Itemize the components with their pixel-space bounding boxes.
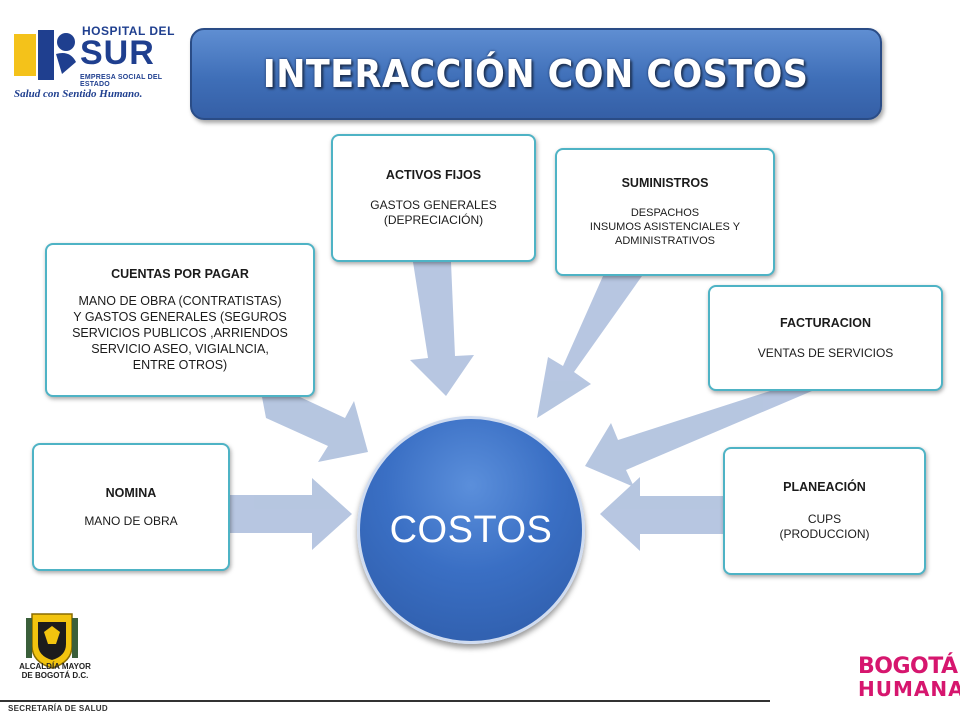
- box-cuentas-por-pagar: CUENTAS POR PAGAR MANO DE OBRA (CONTRATI…: [45, 243, 315, 397]
- box-cuentas-line: SERVICIOS PUBLICOS ,ARRIENDOS: [72, 326, 288, 340]
- box-activos-line: (DEPRECIACIÓN): [383, 213, 484, 227]
- bogota-humana-logo: BOGOTÁ HUMANA: [858, 654, 960, 712]
- box-activos-body: GASTOS GENERALES (DEPRECIACIÓN): [370, 198, 497, 228]
- alcaldia-name-line2: DE BOGOTÁ D.C.: [21, 671, 89, 680]
- footer-secretaria: SECRETARÍA DE SALUD: [8, 704, 108, 713]
- box-cuentas-line: SERVICIO ASEO, VIGIALNCIA,: [91, 342, 269, 356]
- box-cuentas-line: Y GASTOS GENERALES (SEGUROS: [73, 310, 287, 324]
- arrow-cuentas: [262, 397, 368, 462]
- bogota-coat-of-arms-icon: [26, 613, 78, 669]
- box-suministros-line: ADMINISTRATIVOS: [614, 235, 716, 247]
- bogota-logo-line1: BOGOTÁ: [858, 654, 958, 679]
- box-activos-fijos: ACTIVOS FIJOS GASTOS GENERALES (DEPRECIA…: [331, 134, 536, 262]
- box-facturacion-title: FACTURACION: [780, 315, 871, 330]
- arrow-suministros: [537, 276, 642, 418]
- box-cuentas-title: CUENTAS POR PAGAR: [111, 267, 249, 281]
- hospital-logo-sub: EMPRESA SOCIAL DEL ESTADO: [80, 74, 163, 88]
- box-facturacion-line: VENTAS DE SERVICIOS: [757, 345, 894, 360]
- box-nomina-line: MANO DE OBRA: [84, 513, 178, 528]
- box-planeacion-body: CUPS (PRODUCCION): [780, 512, 870, 542]
- box-planeacion: PLANEACIÓN CUPS (PRODUCCION): [723, 447, 926, 575]
- hospital-logo-name: SUR: [80, 34, 155, 72]
- arrow-planeacion: [600, 477, 723, 551]
- arrow-activos: [410, 262, 474, 396]
- box-suministros-title: SUMINISTROS: [621, 176, 709, 190]
- center-node-costos: COSTOS: [357, 416, 585, 644]
- box-nomina: NOMINA MANO DE OBRA: [32, 443, 230, 571]
- center-node-label: COSTOS: [389, 508, 553, 551]
- hospital-logo-icon: [14, 30, 76, 80]
- alcaldia-name: ALCALDÍA MAYOR DE BOGOTÁ D.C.: [10, 662, 100, 680]
- box-suministros-line: INSUMOS ASISTENCIALES Y: [589, 221, 741, 233]
- hospital-logo-top: HOSPITAL DEL: [82, 24, 175, 38]
- bogota-logo-line2: HUMANA: [858, 677, 960, 701]
- box-facturacion-body: VENTAS DE SERVICIOS: [758, 346, 894, 361]
- title-banner: INTERACCIÓN CON COSTOS: [190, 28, 882, 120]
- box-activos-line: GASTOS GENERALES: [370, 198, 497, 212]
- footer-divider: [0, 700, 770, 702]
- box-suministros: SUMINISTROS DESPACHOS INSUMOS ASISTENCIA…: [555, 148, 775, 276]
- page-title: INTERACCIÓN CON COSTOS: [263, 52, 809, 96]
- box-planeacion-line: (PRODUCCION): [779, 527, 870, 541]
- arrow-nomina: [230, 478, 352, 550]
- box-planeacion-line: CUPS: [807, 512, 842, 526]
- box-planeacion-title: PLANEACIÓN: [783, 480, 866, 494]
- box-suministros-body: DESPACHOS INSUMOS ASISTENCIALES Y ADMINI…: [590, 206, 740, 248]
- hospital-logo: HOSPITAL DEL SUR EMPRESA SOCIAL DEL ESTA…: [12, 22, 184, 108]
- box-cuentas-body: MANO DE OBRA (CONTRATISTAS) Y GASTOS GEN…: [72, 293, 288, 373]
- box-activos-title: ACTIVOS FIJOS: [385, 168, 482, 182]
- arrow-facturacion: [585, 391, 812, 487]
- alcaldia-name-line1: ALCALDÍA MAYOR: [19, 662, 91, 671]
- box-cuentas-line: MANO DE OBRA (CONTRATISTAS): [78, 294, 282, 308]
- box-nomina-body: MANO DE OBRA: [84, 514, 177, 529]
- box-nomina-title: NOMINA: [105, 485, 157, 500]
- box-cuentas-line: ENTRE OTROS): [132, 358, 228, 372]
- hospital-logo-slogan: Salud con Sentido Humano.: [14, 88, 143, 100]
- box-suministros-line: DESPACHOS: [630, 207, 700, 219]
- box-facturacion: FACTURACION VENTAS DE SERVICIOS: [708, 285, 943, 391]
